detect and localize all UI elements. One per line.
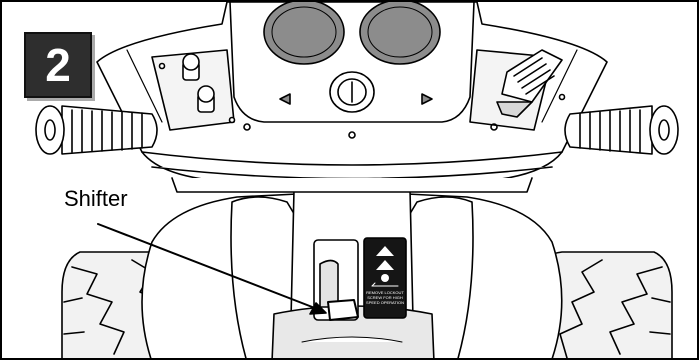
left-grip — [36, 106, 157, 154]
step-number-badge: 2 — [24, 32, 92, 98]
left-gauge — [264, 2, 344, 64]
right-gauge — [360, 2, 440, 64]
decal-caption: REMOVE LOCKOUT SCREW FOR HIGH SPEED OPER… — [366, 290, 404, 305]
speed-decal — [364, 238, 406, 318]
right-grip — [565, 106, 678, 154]
shifter-label: Shifter — [64, 186, 128, 212]
shifter-lever — [328, 300, 358, 320]
